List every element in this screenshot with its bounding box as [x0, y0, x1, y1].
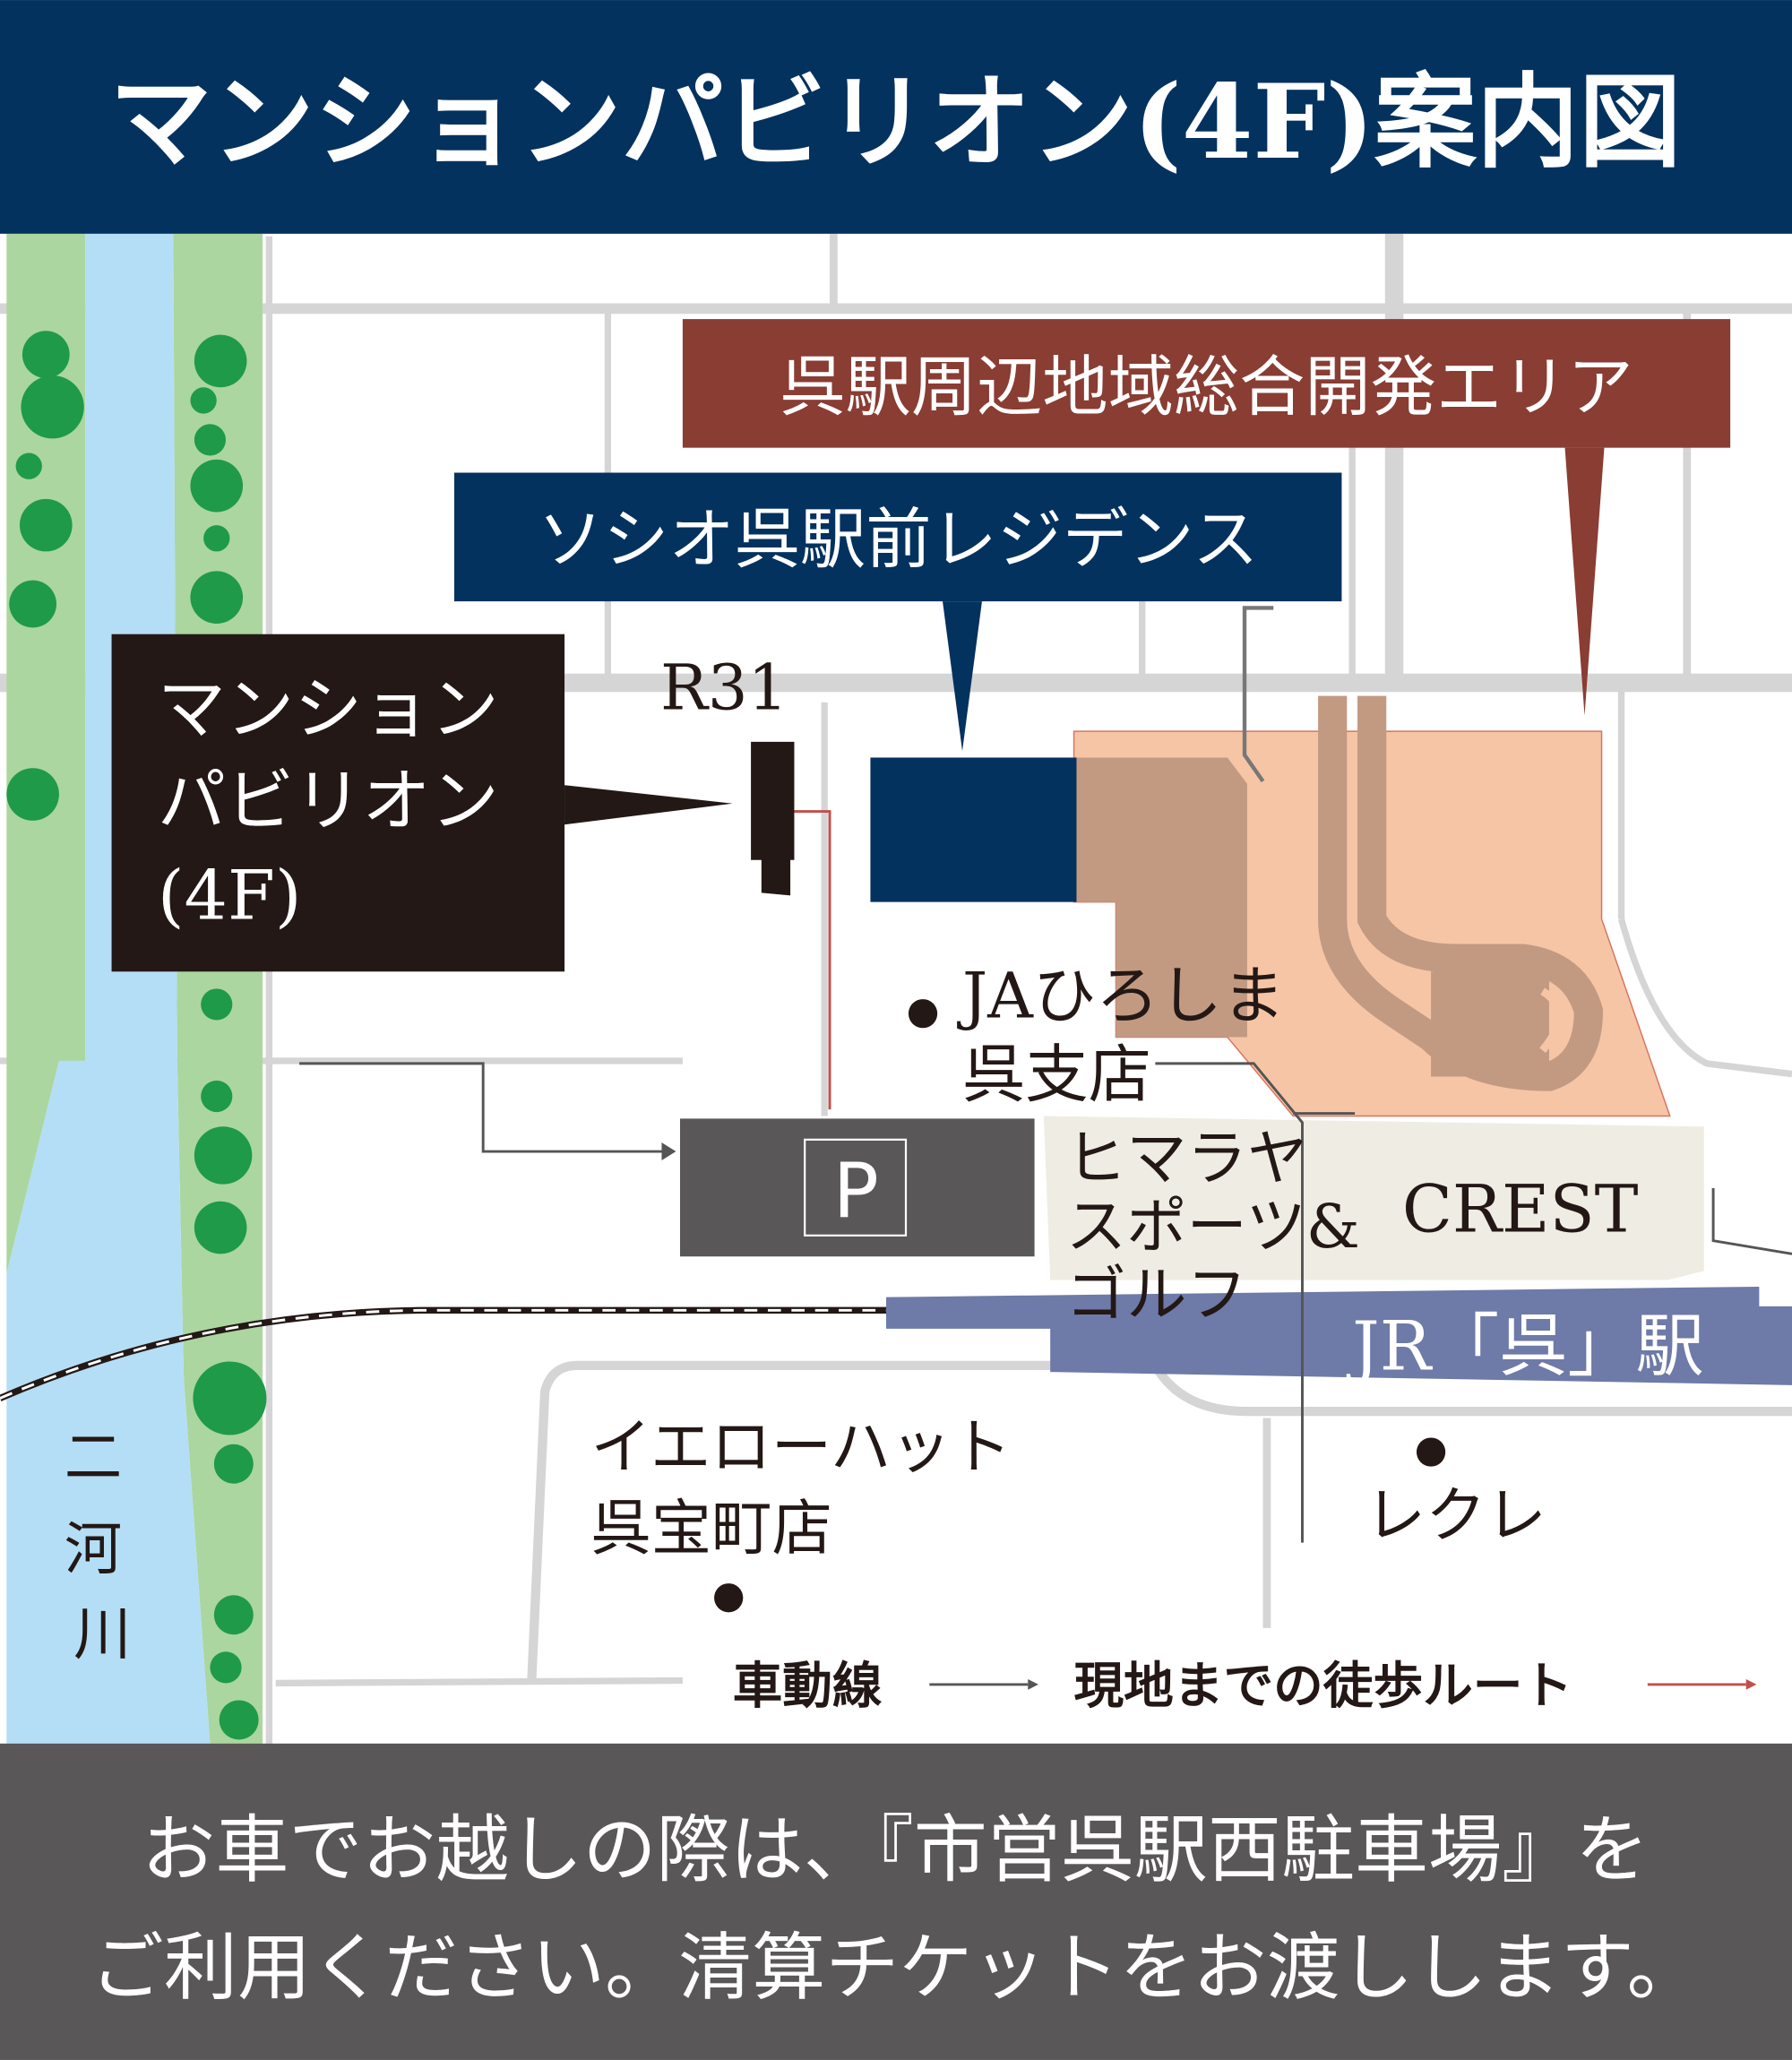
legend: 車動線 現地までの徒歩ルート — [733, 1657, 1757, 1715]
legend-car-arrow-icon — [1028, 1679, 1038, 1690]
legend-walk-arrow-icon — [1745, 1679, 1757, 1690]
ja-label: JAひろしま 呉支店 — [957, 960, 1305, 1112]
station-label: JR「呉」駅 — [1346, 1306, 1704, 1385]
pavilion-building — [751, 741, 795, 896]
footer-line2: ご利用ください。清算チケットをお渡しします。 — [90, 1926, 1701, 2011]
yellowhat-label: イエローハット 呉宝町店 — [590, 1411, 1030, 1564]
poi-recre: レクレ — [1366, 1437, 1546, 1550]
himaraya-label: ヒマラヤ スポーツ& ゴルフ — [1066, 1123, 1380, 1330]
trees — [6, 331, 267, 1740]
jr-kure-station — [886, 1286, 1792, 1385]
car-route — [299, 1062, 1792, 1543]
footer-notice: お車でお越しの際は、『市営呉駅西駐車場』を ご利用ください。清算チケットをお渡し… — [0, 1743, 1792, 2060]
legend-walk-label: 現地までの徒歩ルート — [1074, 1657, 1573, 1715]
poi-yellow-hat: イエローハット 呉宝町店 — [590, 1411, 1030, 1613]
river-area: 二 河 川 — [6, 233, 267, 1744]
pavilion-label: マンション パビリオン (4F) — [158, 669, 521, 935]
socio-label: ソシオ呉駅前レジデンス — [538, 502, 1258, 578]
recre-label: レクレ — [1366, 1479, 1546, 1550]
socio-callout: ソシオ呉駅前レジデンス — [453, 472, 1342, 752]
development-area — [1073, 606, 1671, 1117]
development-area-callout: 呉駅周辺地域総合開発エリア — [682, 319, 1731, 716]
socio-building — [870, 757, 1077, 902]
development-area-label: 呉駅周辺地域総合開発エリア — [780, 349, 1633, 426]
pavilion-callout: マンション パビリオン (4F) — [111, 634, 733, 972]
page-title: マンションパビリオン(4F)案内図 — [109, 62, 1681, 182]
parking-lot: P — [679, 1118, 1035, 1257]
crest-area — [1043, 1116, 1704, 1280]
footer-line1: お車でお越しの際は、『市営呉駅西駐車場』を — [142, 1807, 1649, 1892]
crest-label: CREST — [1402, 1171, 1639, 1247]
route-label: R31 — [660, 651, 788, 724]
legend-car-label: 車動線 — [733, 1657, 883, 1715]
poi-ja-hiroshima: JAひろしま 呉支店 — [908, 960, 1305, 1112]
river-label: 二 河 川 — [65, 1424, 141, 1668]
parking-label: P — [833, 1147, 879, 1236]
title-bar: マンションパビリオン(4F)案内図 — [0, 0, 1792, 234]
